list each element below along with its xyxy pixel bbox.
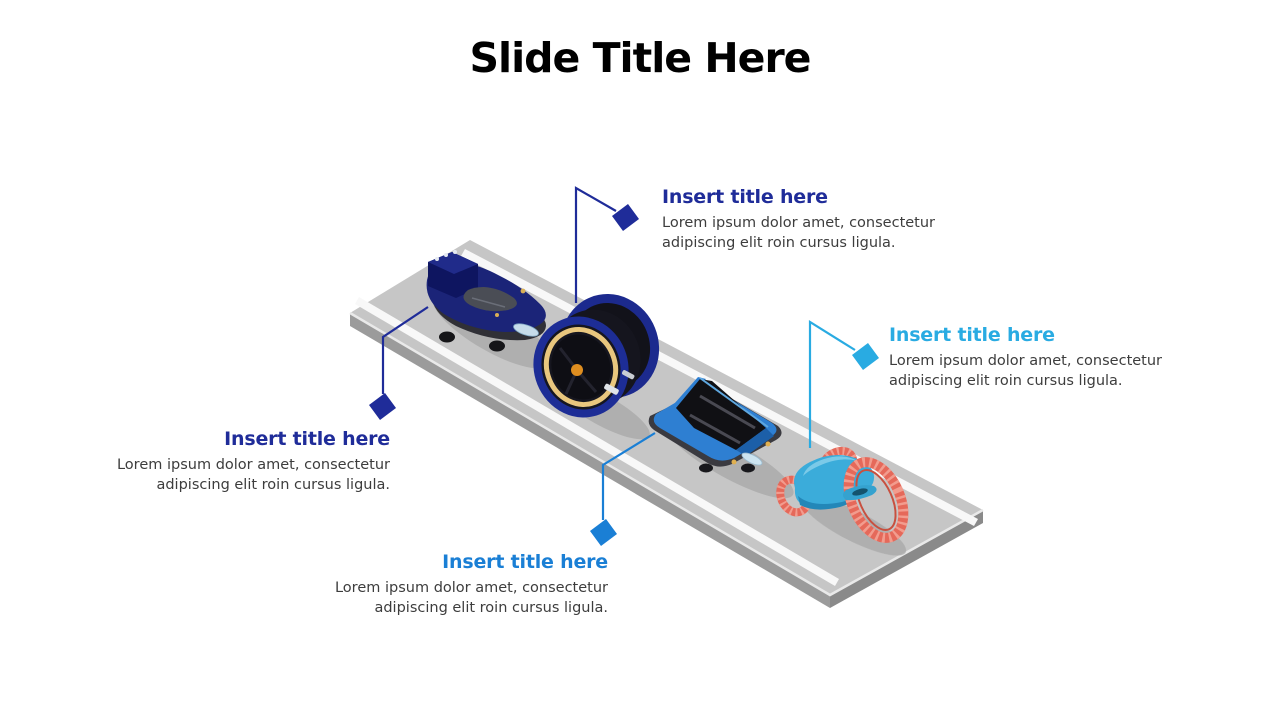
trike-body-highlight: [803, 456, 858, 476]
car3-lamp: [765, 441, 771, 447]
road-side-southwest: [350, 313, 830, 608]
car1-dot: [444, 253, 448, 257]
diamond-marker: [852, 343, 879, 370]
car1-wheel-front: [489, 340, 505, 352]
callout-body-line: Lorem ipsum dolor amet, consectetur: [116, 457, 390, 473]
diamond-marker: [369, 393, 396, 420]
callout-top: Insert title here Lorem ipsum dolor amet…: [662, 186, 935, 253]
car3-glass-streak: [699, 394, 756, 430]
diamond-marker: [590, 519, 617, 546]
callout-connector-bottom: [590, 432, 656, 546]
road-stripe-lower: [355, 297, 839, 586]
callout-body-line: adipiscing elit roin cursus ligula.: [374, 599, 608, 616]
monowheel-hub: [571, 364, 583, 376]
car3-ridge-highlight: [699, 377, 769, 428]
callout-body-line: adipiscing elit roin cursus ligula.: [156, 476, 390, 493]
connector-line: [808, 320, 856, 448]
futuristic-pod-car-icon: [426, 250, 546, 352]
car3-headlight: [741, 452, 763, 466]
car1-rear-box-top: [428, 252, 478, 274]
callout-title: Insert title here: [889, 324, 1055, 346]
car1-dot: [453, 250, 457, 254]
callout-connector-left: [369, 306, 429, 420]
callout-right: Insert title here Lorem ipsum dolor amet…: [889, 324, 1162, 391]
connector-line: [381, 306, 429, 394]
callout-connector-right: [808, 320, 879, 448]
car3-lamp: [731, 459, 737, 465]
callout-title: Insert title here: [442, 551, 608, 573]
car3-wheel: [741, 463, 755, 473]
callout-body-line: Lorem ipsum dolor amet, consectetur: [662, 215, 936, 231]
callout-left: Insert title here Lorem ipsum dolor amet…: [117, 428, 390, 495]
car3-front-deck: [736, 428, 774, 456]
car3-canopy: [676, 379, 766, 450]
wedge-concept-car-icon: [648, 377, 782, 473]
future-trike-icon: [776, 446, 909, 543]
road-side-southeast: [830, 510, 983, 608]
monowheel-vent: [604, 383, 619, 395]
trike-body-shade: [798, 486, 870, 510]
monowheel-vent: [621, 370, 635, 380]
road-edge-bevel: [349, 311, 984, 597]
monowheel-icon: [533, 294, 660, 418]
callout-title: Insert title here: [662, 186, 828, 208]
callout-body-line: Lorem ipsum dolor amet, consectetur: [889, 353, 1163, 369]
car3-glass-streak: [689, 413, 741, 445]
car1-canopy-streak: [471, 297, 506, 308]
connector-line: [601, 432, 656, 520]
monowheel-gold-ring: [543, 327, 619, 407]
car1-dot: [435, 257, 439, 261]
callout-title: Insert title here: [224, 428, 390, 450]
slide-title: Slide Title Here: [469, 34, 812, 82]
car1-canopy: [463, 287, 517, 312]
callout-connector-top: [574, 186, 639, 303]
callout-body-line: adipiscing elit roin cursus ligula.: [662, 234, 896, 251]
trike-nose-slot: [852, 488, 868, 496]
car1-mirror: [520, 288, 526, 294]
callout-bottom: Insert title here Lorem ipsum dolor amet…: [335, 551, 608, 618]
diamond-marker: [612, 204, 639, 231]
car1-mirror: [495, 313, 499, 317]
callout-body-line: Lorem ipsum dolor amet, consectetur: [334, 580, 608, 596]
car1-headlight: [513, 323, 539, 337]
car1-wheel-rear: [439, 331, 455, 343]
callout-connectors: [369, 186, 879, 546]
connector-line: [574, 186, 617, 303]
car3-wheel: [699, 463, 713, 473]
trike-rear-wheel: [843, 457, 909, 543]
callout-body-line: adipiscing elit roin cursus ligula.: [889, 372, 1123, 389]
